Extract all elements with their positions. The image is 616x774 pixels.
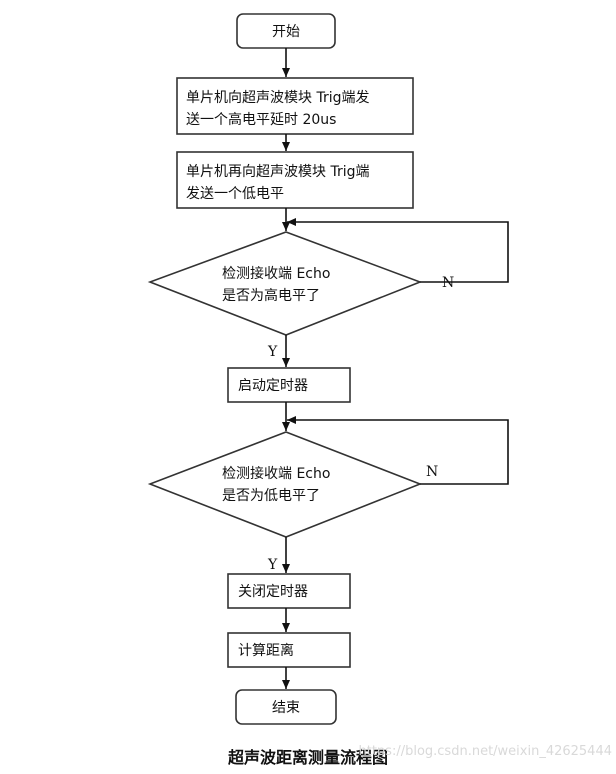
step2-box: 单片机再向超声波模块 Trig端 发送一个低电平 [176, 151, 414, 209]
decision2-yes-label: Y [267, 557, 278, 573]
loop-decision2-no [287, 416, 509, 485]
end-node: 结束 [235, 689, 337, 725]
decision1-line1: 检测接收端 Echo [222, 265, 330, 282]
loop-decision1-no [287, 218, 509, 283]
start-label: 开始 [272, 24, 300, 40]
step1-box: 单片机向超声波模块 Trig端发 送一个高电平延时 20us [176, 77, 414, 135]
step4-label: 关闭定时器 [238, 584, 308, 600]
end-label: 结束 [272, 700, 300, 716]
step2-line2: 发送一个低电平 [186, 186, 284, 202]
decision2-line2: 是否为低电平了 [222, 488, 320, 504]
decision1-line2: 是否为高电平了 [222, 287, 320, 304]
decision2-diamond: 检测接收端 Echo 是否为低电平了 [147, 431, 423, 538]
step5-label: 计算距离 [238, 642, 294, 659]
start-node: 开始 [236, 13, 336, 49]
decision2-no-label: N [426, 464, 438, 480]
step1-line1: 单片机向超声波模块 Trig端发 [186, 90, 369, 106]
step2-line1: 单片机再向超声波模块 Trig端 [186, 164, 369, 180]
decision1-yes-label: Y [267, 344, 278, 360]
step5-box: 计算距离 [227, 632, 351, 668]
step1-line2: 送一个高电平延时 20us [186, 111, 336, 128]
step3-box: 启动定时器 [227, 367, 351, 403]
decision1-diamond: 检测接收端 Echo 是否为高电平了 [147, 231, 423, 336]
watermark: https://blog.csdn.net/weixin_42625444 [358, 744, 612, 759]
decision2-line1: 检测接收端 Echo [222, 465, 330, 482]
step4-box: 关闭定时器 [227, 573, 351, 609]
step3-label: 启动定时器 [238, 378, 308, 394]
figure-caption: 超声波距离测量流程图 [227, 748, 388, 767]
decision1-no-label: N [442, 275, 454, 291]
